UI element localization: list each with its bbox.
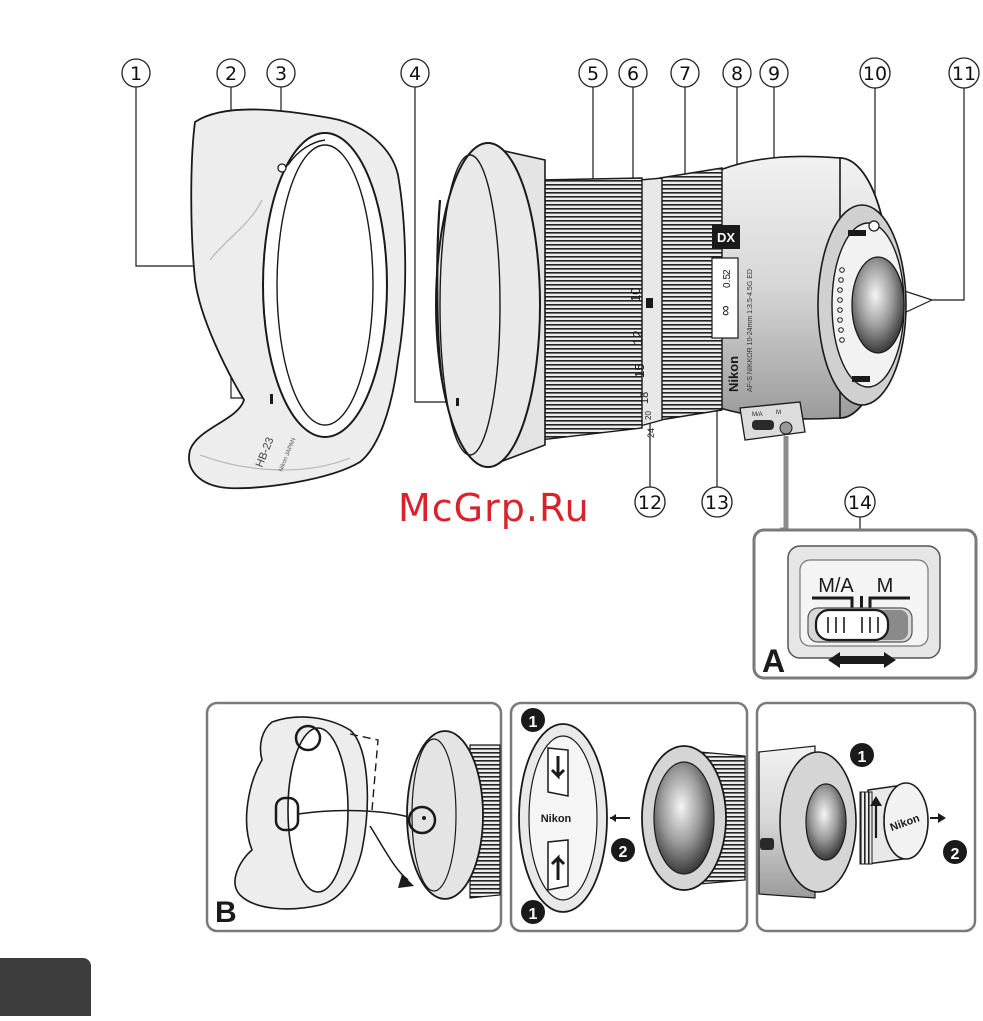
- svg-text:15: 15: [632, 364, 647, 378]
- callout-13: 13: [702, 487, 732, 517]
- svg-text:20: 20: [644, 411, 653, 420]
- callout-7: 7: [671, 59, 699, 87]
- panel-b: B: [207, 703, 501, 931]
- callout-5: 5: [579, 59, 607, 87]
- svg-text:M/A: M/A: [752, 412, 763, 418]
- svg-text:2: 2: [951, 846, 960, 863]
- svg-text:9: 9: [768, 63, 780, 85]
- svg-text:1: 1: [858, 749, 867, 766]
- page-tab: [0, 958, 91, 1016]
- svg-text:M: M: [776, 410, 781, 416]
- lens-hood: HB-23 Nikon JAPAN: [189, 109, 405, 488]
- inset-connector: [780, 436, 786, 530]
- svg-text:8: 8: [731, 63, 743, 85]
- svg-text:14: 14: [848, 492, 872, 514]
- svg-text:18: 18: [639, 392, 651, 404]
- svg-text:1: 1: [130, 63, 142, 85]
- callout-1: 1: [122, 59, 150, 87]
- svg-text:6: 6: [627, 63, 639, 85]
- watermark: McGrp.Ru: [398, 486, 590, 530]
- callout-3: 3: [267, 59, 295, 87]
- svg-text:11: 11: [952, 63, 976, 85]
- main-lens: 10 12 15 18 20 24 DX 2 ∞ 0.5 Nikon AF-S …: [436, 143, 906, 467]
- svg-text:2: 2: [619, 844, 628, 861]
- svg-text:10: 10: [863, 63, 887, 85]
- svg-text:5: 5: [587, 63, 599, 85]
- svg-text:A: A: [762, 643, 785, 679]
- svg-text:12: 12: [638, 492, 662, 514]
- svg-text:24: 24: [646, 428, 656, 438]
- svg-text:Nikon: Nikon: [541, 813, 572, 825]
- svg-text:M/A: M/A: [818, 575, 854, 597]
- callout-14: 14: [845, 487, 875, 517]
- svg-text:3: 3: [275, 63, 287, 85]
- inset-a-panel: M/A M A: [754, 530, 976, 679]
- svg-text:10: 10: [628, 288, 643, 302]
- svg-text:13: 13: [705, 492, 729, 514]
- svg-text:7: 7: [679, 63, 691, 85]
- callout-12: 12: [635, 487, 665, 517]
- callout-2: 2: [217, 59, 245, 87]
- front-cap-panel: Nikon 1 2 1: [511, 703, 747, 931]
- callout-4: 4: [401, 59, 429, 87]
- svg-text:1: 1: [529, 714, 538, 731]
- callout-8: 8: [723, 59, 751, 87]
- callout-9: 9: [760, 59, 788, 87]
- svg-text:∞: ∞: [717, 305, 734, 316]
- focal-length-index: [646, 298, 653, 308]
- svg-text:B: B: [215, 896, 237, 929]
- svg-text:Nikon: Nikon: [726, 356, 741, 392]
- svg-text:12: 12: [630, 331, 645, 345]
- svg-text:0.5: 0.5: [722, 274, 733, 288]
- callout-6: 6: [619, 59, 647, 87]
- focus-mode-switch: M/A M: [740, 402, 805, 440]
- svg-text:AF-S NIKKOR 10-24mm 1:3.5-4.5G: AF-S NIKKOR 10-24mm 1:3.5-4.5G ED: [747, 269, 754, 392]
- callout-10: 10: [860, 58, 890, 88]
- svg-text:4: 4: [409, 63, 421, 85]
- svg-text:M: M: [877, 575, 894, 597]
- callout-11: 11: [949, 58, 979, 88]
- svg-text:1: 1: [529, 906, 538, 923]
- svg-text:DX: DX: [717, 230, 735, 245]
- rear-cap-panel: Nikon 1 2: [757, 703, 975, 931]
- svg-text:2: 2: [225, 63, 237, 85]
